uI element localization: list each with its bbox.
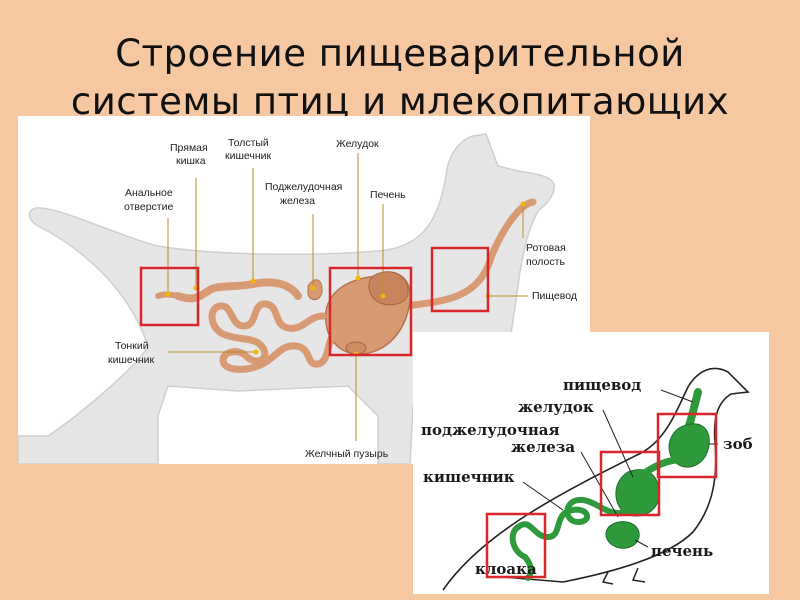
- mammal-liver: [368, 271, 409, 306]
- bird-label-pancreas-line1: поджелудочная: [421, 421, 560, 439]
- bird-outline: [442, 367, 750, 591]
- mammal-label-esophagus: Пищевод: [532, 290, 577, 302]
- mammal-label-small-intestine-line1: Тонкий: [115, 340, 149, 352]
- mammal-label-anus-line1: Анальное: [125, 187, 173, 199]
- mammal-label-anus-line2: отверстие: [124, 201, 173, 213]
- bird-liver: [605, 521, 640, 549]
- mammal-label-mouth-line2: полость: [526, 256, 565, 268]
- bird-digestive-diagram: пищевод желудок поджелудочная железа киш…: [413, 332, 769, 594]
- mammal-label-liver: Печень: [370, 189, 406, 201]
- bird-label-cloaca: клоака: [475, 560, 537, 578]
- mammal-label-stomach: Желудок: [336, 138, 379, 150]
- bird-diagram-svg: пищевод желудок поджелудочная железа киш…: [421, 367, 753, 591]
- mammal-pancreas: [307, 279, 323, 301]
- bird-label-crop: зоб: [723, 435, 753, 453]
- mammal-label-rectum-line2: кишка: [176, 155, 206, 167]
- bird-label-intestine: кишечник: [423, 468, 515, 486]
- mammal-label-colon-line2: кишечник: [225, 150, 272, 162]
- bird-label-stomach: желудок: [518, 398, 594, 416]
- mammal-small-intestine: [208, 300, 340, 373]
- bird-label-esophagus: пищевод: [563, 376, 641, 394]
- mammal-label-small-intestine-line2: кишечник: [108, 354, 155, 366]
- mammal-label-pancreas-line2: железа: [280, 195, 315, 207]
- mammal-label-gallbladder: Желчный пузырь: [305, 448, 389, 460]
- mammal-label-pancreas-line1: Поджелудочная: [265, 181, 342, 193]
- bird-proventriculus: [639, 456, 679, 478]
- mammal-label-colon-line1: Толстый: [228, 137, 269, 149]
- mammal-label-rectum-line1: Прямая: [170, 142, 208, 154]
- bird-label-liver: печень: [651, 542, 713, 560]
- mammal-label-mouth-line1: Ротовая: [526, 242, 566, 254]
- title-line-1: Строение пищеварительной: [115, 32, 685, 75]
- bird-legs: [601, 567, 646, 585]
- bird-stomach: [615, 469, 660, 517]
- bird-label-pancreas-line2: железа: [511, 438, 575, 456]
- slide-title: Строение пищеварительной системы птиц и …: [0, 30, 800, 126]
- title-line-2: системы птиц и млекопитающих: [70, 80, 730, 123]
